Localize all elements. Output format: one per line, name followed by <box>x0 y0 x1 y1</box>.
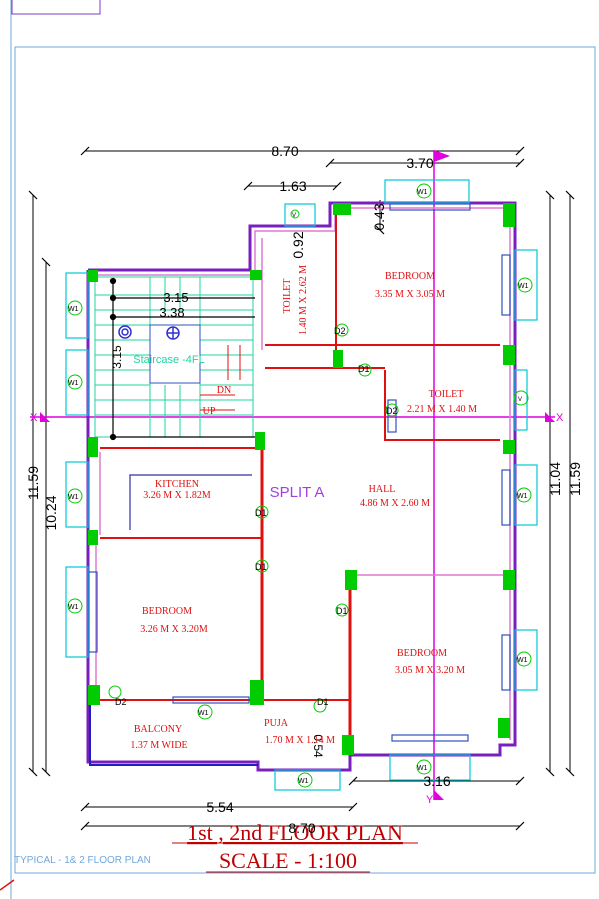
dim-top-right-width: 3.70 <box>406 155 433 171</box>
opening-tags: D1 D1 D1 D1 D1 D2 D2 D2 W1 W1 W1 W1 W1 W… <box>68 189 529 785</box>
window-tag-w1-6: W1 <box>518 283 529 290</box>
room-bedroom-ne-size: 3.35 M X 3.05 M <box>375 289 445 300</box>
window-tag-w1-10: W1 <box>198 710 209 717</box>
stair-markers <box>118 325 180 340</box>
dim-stair-height: 3.15 <box>110 345 124 369</box>
room-bedroom-w-name: BEDROOM <box>142 606 192 617</box>
room-toilet-n-name: TOILET <box>282 279 293 314</box>
window-tag-w1-2: W1 <box>68 380 79 387</box>
room-puja-name: PUJA <box>264 718 289 729</box>
window-tag-w1-8: W1 <box>517 657 528 664</box>
sheet-label: TYPICAL - 1& 2 FLOOR PLAN <box>14 855 151 866</box>
room-bedroom-se-name: BEDROOM <box>397 648 447 659</box>
window-tag-w1-4: W1 <box>68 604 79 611</box>
door-tag-d1-hall-2: D1 <box>255 562 267 572</box>
title-line-1: 1st , 2nd FLOOR PLAN <box>187 820 403 845</box>
title-block: 1st , 2nd FLOOR PLAN 8.70 SCALE - 1:100 … <box>14 820 418 873</box>
staircase-label: Staircase -4FL <box>133 354 205 366</box>
room-hall-size: 4.86 M X 2.60 M <box>360 498 430 509</box>
room-bedroom-ne-name: BEDROOM <box>385 271 435 282</box>
dim-top-vertical: 0.43 <box>371 203 387 230</box>
windows <box>65 179 538 791</box>
window-tag-w1-1: W1 <box>68 306 79 313</box>
dim-overall-width: 8.70 <box>271 143 298 159</box>
window-tag-w1-3: W1 <box>68 494 79 501</box>
columns <box>88 203 515 755</box>
dim-puja-vertical: 0.54 <box>311 734 325 758</box>
window-tag-w1-5: W1 <box>417 189 428 196</box>
unit-label: SPLIT A <box>270 484 325 501</box>
axis-y-bottom: Y <box>426 794 434 806</box>
dim-left-overall: 11.59 <box>25 466 41 500</box>
room-bedroom-w-size: 3.26 M X 3.20M <box>140 624 208 635</box>
door-tag-d2-toilet: D2 <box>334 326 346 336</box>
axis-x-right: X <box>556 412 564 424</box>
door-tag-d2-balcony: D2 <box>115 697 127 707</box>
unit-label-group: SPLIT A <box>270 484 325 501</box>
dim-left-inner: 10.24 <box>43 495 59 530</box>
title-line-2: SCALE - 1:100 <box>219 848 357 873</box>
dim-stair-width-1: 3.15 <box>163 290 188 305</box>
dim-stair-width-2: 3.38 <box>159 305 184 320</box>
room-toilet-e-size: 2.21 M X 1.40 M <box>407 404 477 415</box>
room-balcony-name: BALCONY <box>134 724 182 735</box>
room-hall-name: HALL <box>369 484 396 495</box>
title-overlay-dim: 8.70 <box>288 820 315 836</box>
axis-x-left: X <box>30 412 38 424</box>
window-tag-w1-9: W1 <box>417 765 428 772</box>
reference-axes <box>30 150 555 800</box>
stair-dn-label: DN <box>217 385 231 396</box>
ventilator-tag-2: V <box>518 397 522 403</box>
stair-dimensions <box>109 277 255 441</box>
dim-right-overall: 11.59 <box>567 462 583 496</box>
dim-bottom-right: 3.16 <box>423 773 450 789</box>
door-tag-d1-hall: D1 <box>255 508 267 518</box>
room-puja-size: 1.70 M X 1.14 M <box>265 735 335 746</box>
dim-toilet-gap: 0.92 <box>290 231 306 258</box>
window-tag-w1-11: W1 <box>298 778 309 785</box>
opening-tag-circles <box>67 183 533 788</box>
dimension-labels: 8.70 3.70 1.63 0.43 0.92 11.59 10.24 11.… <box>25 143 583 815</box>
room-balcony-size: 1.37 M WIDE <box>130 740 187 751</box>
staircase-label-group: Staircase -4FL <box>133 354 205 366</box>
window-tag-w1-7: W1 <box>517 493 528 500</box>
room-labels: BEDROOM 3.35 M X 3.05 M TOILET 1.40 M X … <box>130 265 477 751</box>
door-tag-d1-toilet: D1 <box>358 364 370 374</box>
dim-bottom-left: 5.54 <box>206 799 233 815</box>
stair-up-label: UP <box>203 406 216 417</box>
door-tag-d2-toilet-e: D2 <box>386 406 398 416</box>
room-bedroom-se-size: 3.05 M X 3.20 M <box>395 665 465 676</box>
room-kitchen-size: 3.26 M X 1.82M <box>143 490 211 501</box>
dim-top-left-offset: 1.63 <box>279 178 306 194</box>
dimension-lines <box>28 146 575 831</box>
door-tag-d1-bedroom-se: D1 <box>336 606 348 616</box>
door-tag-d1-puja: D1 <box>317 697 329 707</box>
room-toilet-n-size: 1.40 M X 2.62 M <box>298 265 309 335</box>
ventilator-tag-1: V <box>292 213 296 219</box>
room-toilet-e-name: TOILET <box>429 389 464 400</box>
axis-labels: X X Y <box>30 412 564 806</box>
dim-right-inner: 11.04 <box>547 462 563 496</box>
room-kitchen-name: KITCHEN <box>155 479 199 490</box>
